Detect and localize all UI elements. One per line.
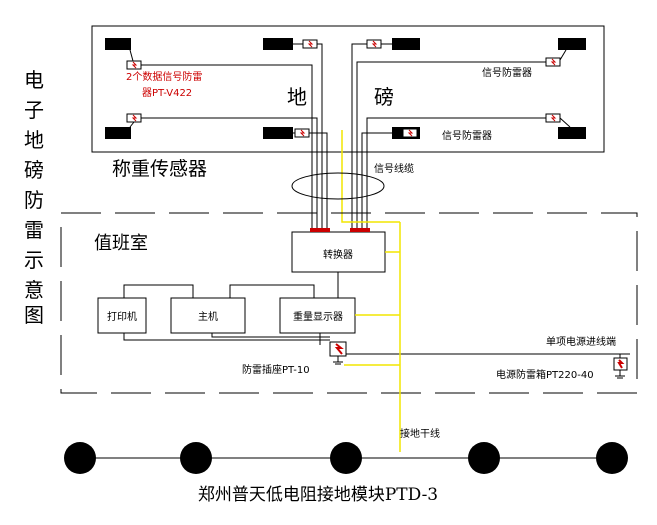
load-cell bbox=[263, 127, 293, 139]
side-title-char: 示 bbox=[24, 248, 44, 272]
weight-display-label: 重量显示器 bbox=[293, 310, 343, 323]
signal-wires bbox=[141, 43, 546, 228]
ground-module-caption: 郑州普天低电阻接地模块PTD-3 bbox=[198, 485, 438, 505]
arrester-icon bbox=[402, 128, 418, 138]
side-title-char: 意 bbox=[24, 278, 44, 302]
power-arrester-label: 电源防雷箱PT220-40 bbox=[496, 368, 594, 381]
signal-arresters bbox=[126, 39, 561, 138]
ground-module bbox=[64, 442, 96, 474]
shield-ground-wire bbox=[341, 130, 400, 223]
arrester-icon bbox=[366, 39, 382, 49]
ground-module bbox=[330, 442, 362, 474]
ground-module bbox=[468, 442, 500, 474]
ground-modules bbox=[64, 442, 628, 474]
ground-trunk-label: 接地干线 bbox=[400, 427, 440, 440]
weighing-sensor-label: 称重传感器 bbox=[112, 158, 207, 180]
arrester-icon bbox=[545, 113, 561, 123]
scale-char-2: 磅 bbox=[374, 85, 394, 109]
side-title-char: 雷 bbox=[24, 218, 44, 242]
socket-arrester bbox=[329, 341, 347, 365]
ground-wiring-yellow bbox=[344, 222, 401, 452]
scale-platform-box bbox=[91, 25, 605, 153]
device-wiring bbox=[123, 272, 630, 358]
load-cell bbox=[558, 38, 586, 50]
arrester-note-line-1: 2个数据信号防雷 bbox=[126, 70, 202, 83]
load-cell bbox=[558, 127, 586, 139]
load-cell bbox=[392, 38, 420, 50]
side-title-char: 地 bbox=[24, 128, 44, 152]
power-arrester-box bbox=[613, 357, 628, 379]
duty-room-boundary bbox=[60, 212, 638, 394]
host-box bbox=[170, 297, 246, 334]
arrester-icon bbox=[545, 57, 561, 67]
load-cell bbox=[105, 127, 131, 139]
cell-links bbox=[129, 43, 571, 134]
arrester-note-line-2: 器PT-V422 bbox=[142, 87, 192, 99]
ground-module bbox=[180, 442, 212, 474]
arrester-icon bbox=[294, 128, 310, 138]
scale-char-1: 地 bbox=[287, 85, 307, 109]
side-title-char: 磅 bbox=[24, 158, 44, 182]
side-title-char: 图 bbox=[24, 303, 44, 327]
printer-label: 打印机 bbox=[107, 310, 137, 323]
load-cell bbox=[263, 38, 293, 50]
arrester-icon bbox=[126, 113, 142, 123]
socket-arrester-label: 防雷插座PT-10 bbox=[242, 363, 310, 376]
load-cell bbox=[105, 38, 131, 50]
duty-room-title: 值班室 bbox=[94, 233, 148, 254]
converter-terminals bbox=[310, 228, 370, 232]
side-title-char: 电 bbox=[24, 68, 44, 92]
converter-box bbox=[291, 231, 386, 273]
side-title: 电 子 地 磅 防 雷 示 意 图 bbox=[24, 68, 44, 327]
signal-cable-bundle bbox=[291, 172, 385, 200]
printer-box bbox=[97, 297, 147, 334]
signal-arrester-label: 信号防雷器 bbox=[482, 66, 532, 79]
ground-module bbox=[596, 442, 628, 474]
signal-cable-label: 信号线缆 bbox=[374, 162, 414, 175]
weight-display-box bbox=[279, 297, 356, 334]
host-label: 主机 bbox=[198, 310, 218, 323]
converter-label: 转换器 bbox=[323, 248, 353, 261]
side-title-char: 防 bbox=[24, 188, 44, 212]
arrester-icon bbox=[126, 60, 142, 70]
side-title-char: 子 bbox=[24, 98, 44, 122]
signal-arrester-label: 信号防雷器 bbox=[442, 129, 492, 142]
power-inlet-label: 单项电源进线端 bbox=[546, 335, 616, 348]
arrester-icon bbox=[302, 39, 318, 49]
